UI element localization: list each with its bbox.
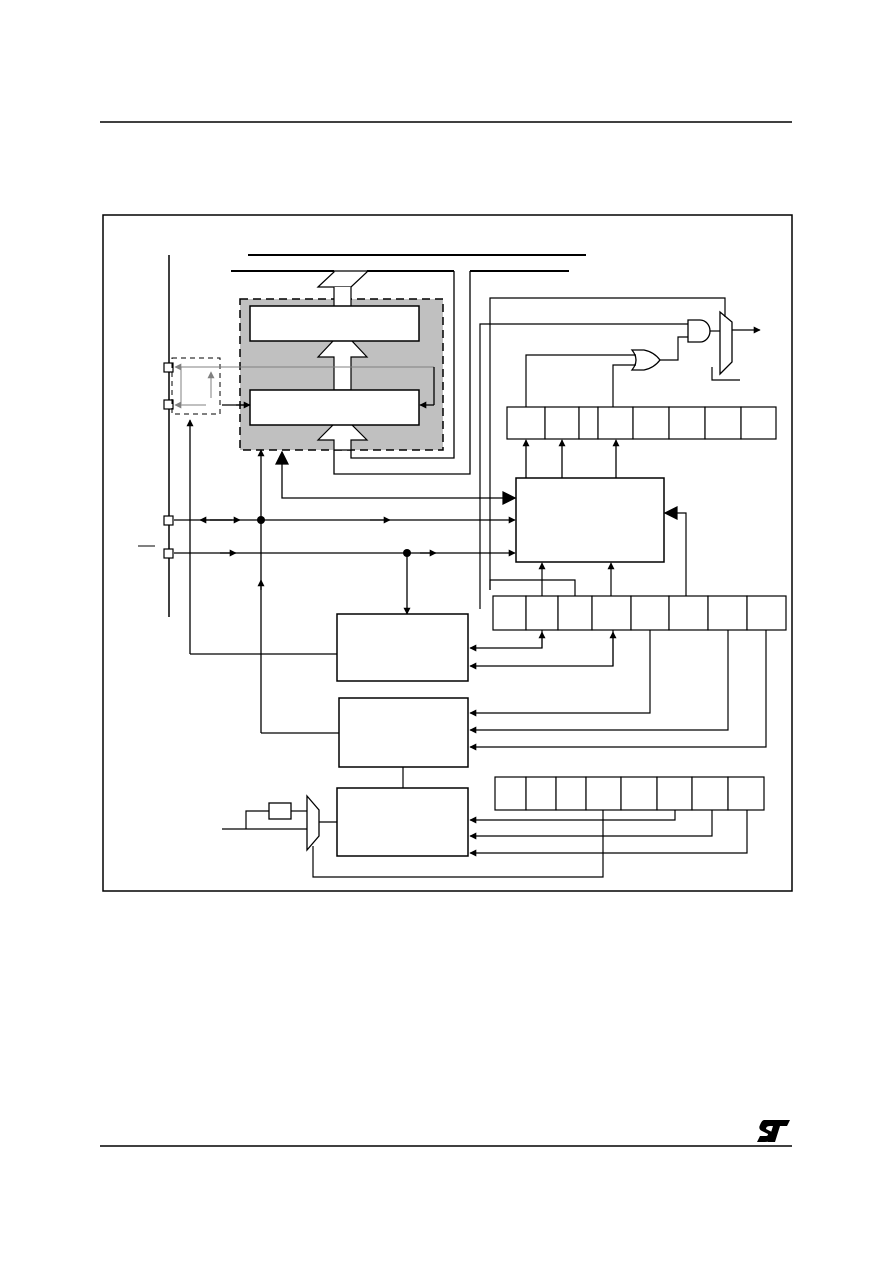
clock-prescaler bbox=[336, 787, 469, 857]
status-register bbox=[506, 406, 777, 440]
state-control bbox=[336, 613, 469, 682]
data-register bbox=[249, 305, 420, 342]
figure-frame bbox=[102, 214, 793, 892]
prescaler-wiring bbox=[312, 810, 748, 878]
baud-wiring bbox=[402, 630, 767, 788]
st-logo-icon bbox=[757, 1120, 790, 1142]
control-path bbox=[174, 449, 516, 734]
junction-dot bbox=[257, 516, 265, 524]
prescaler-register bbox=[494, 776, 765, 811]
status-flag-arrow bbox=[522, 439, 620, 478]
clock-input bbox=[268, 794, 320, 852]
shift-register bbox=[249, 389, 420, 426]
internal-bus bbox=[231, 254, 586, 272]
gate-wiring bbox=[479, 297, 761, 609]
baud-rate-generator bbox=[338, 697, 469, 768]
data-path bbox=[186, 367, 435, 655]
control-register bbox=[492, 595, 787, 631]
junction-dot bbox=[403, 549, 411, 557]
st-logo bbox=[756, 1118, 792, 1144]
pin-selector bbox=[171, 357, 434, 415]
pin bbox=[163, 362, 174, 559]
control-bit-arrow bbox=[489, 506, 687, 596]
clock-wiring bbox=[222, 810, 337, 830]
state-wiring bbox=[469, 630, 617, 670]
logic-gates bbox=[630, 310, 733, 376]
control-logic bbox=[515, 477, 665, 563]
bus-arrow bbox=[275, 271, 517, 505]
